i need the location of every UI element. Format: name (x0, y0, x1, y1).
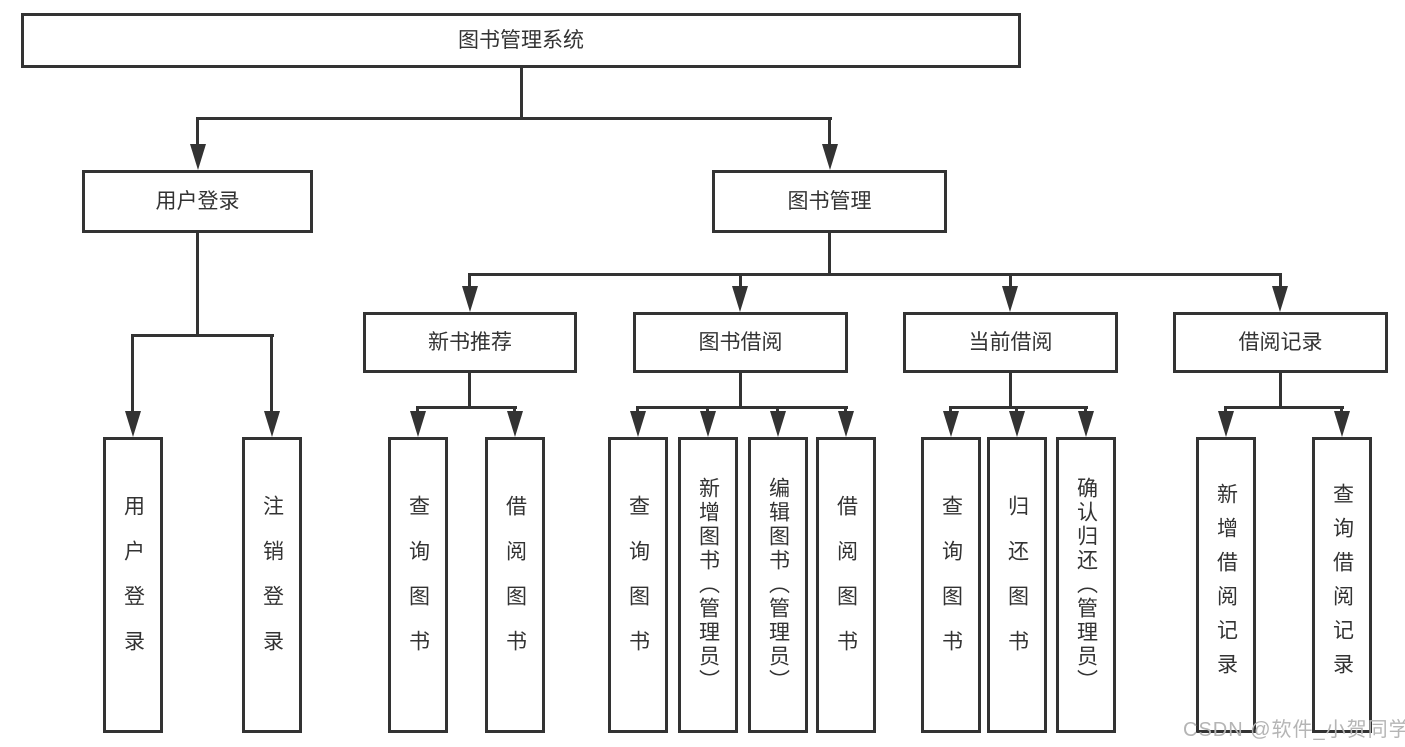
connector-stem (1224, 407, 1227, 413)
node-borrow-records: 借阅记录 (1173, 312, 1388, 373)
connector-stem (739, 276, 742, 288)
arrowhead-current-borrow (1002, 286, 1018, 312)
connector-stem (1279, 276, 1282, 288)
connector-stem (416, 407, 419, 413)
node-book-management: 图书管理 (712, 170, 947, 233)
arrowhead-book-management (822, 144, 838, 170)
leaf-add-borrow-record: 新增借阅记录 (1196, 437, 1256, 733)
connector-stem (1015, 407, 1018, 413)
connector-branch (1224, 406, 1344, 409)
connector-stem (468, 373, 471, 407)
connector-stem (706, 407, 709, 413)
connector-stem (270, 335, 273, 413)
connector-book-management-stem (828, 233, 831, 275)
leaf-borrow-books: 借阅图书 (816, 437, 876, 733)
connector-user-login-branch (131, 334, 274, 337)
leaf-return-books: 归还图书 (987, 437, 1047, 733)
connector-stem (1340, 407, 1343, 413)
connector-branch (636, 406, 848, 409)
arrowhead-leaf (1334, 411, 1350, 437)
arrowhead-leaf (264, 411, 280, 437)
connector-stem (1009, 373, 1012, 407)
arrowhead-leaf (1078, 411, 1094, 437)
connector-stem (513, 407, 516, 413)
arrowhead-leaf (1009, 411, 1025, 437)
leaf-query-borrow-record: 查询借阅记录 (1312, 437, 1372, 733)
leaf-edit-books-admin: 编辑图书（管理员） (748, 437, 808, 733)
leaf-query-books-recommend: 查询图书 (388, 437, 448, 733)
node-book-borrow: 图书借阅 (633, 312, 848, 373)
arrowhead-book-borrow (732, 286, 748, 312)
csdn-watermark: CSDN @软件_小贺同学 (1183, 719, 1405, 741)
arrowhead-leaf (838, 411, 854, 437)
leaf-confirm-return-admin: 确认归还（管理员） (1056, 437, 1116, 733)
arrowhead-leaf (943, 411, 959, 437)
node-new-book-recommend: 新书推荐 (363, 312, 577, 373)
connector-stem (739, 373, 742, 407)
connector-stem (1084, 407, 1087, 413)
connector-user-login-stem (196, 233, 199, 336)
arrowhead-leaf (410, 411, 426, 437)
arrowhead-leaf (700, 411, 716, 437)
connector-level3-branch (468, 273, 1282, 276)
leaf-borrow-books-recommend: 借阅图书 (485, 437, 545, 733)
connector-stem (949, 407, 952, 413)
arrowhead-user-login (190, 144, 206, 170)
leaf-add-books-admin: 新增图书（管理员） (678, 437, 738, 733)
connector-stem (1279, 373, 1282, 407)
arrowhead-leaf (507, 411, 523, 437)
arrowhead-leaf (630, 411, 646, 437)
connector-branch (416, 406, 517, 409)
arrowhead-leaf (770, 411, 786, 437)
connector-stem (844, 407, 847, 413)
leaf-query-books-borrow: 查询图书 (608, 437, 668, 733)
connector-stem (196, 118, 199, 146)
connector-root-stem (520, 68, 523, 118)
leaf-logout: 注销登录 (242, 437, 302, 733)
connector-stem (636, 407, 639, 413)
connector-stem (468, 276, 471, 288)
connector-branch (949, 406, 1088, 409)
arrowhead-leaf (125, 411, 141, 437)
node-library-system: 图书管理系统 (21, 13, 1021, 68)
arrowhead-new-book-recommend (462, 286, 478, 312)
connector-level1-branch (196, 117, 832, 120)
connector-stem (828, 118, 831, 146)
leaf-user-login: 用户登录 (103, 437, 163, 733)
connector-stem (131, 335, 134, 413)
arrowhead-leaf (1218, 411, 1234, 437)
leaf-query-books-current: 查询图书 (921, 437, 981, 733)
arrowhead-borrow-records (1272, 286, 1288, 312)
connector-stem (776, 407, 779, 413)
node-current-borrow: 当前借阅 (903, 312, 1118, 373)
connector-stem (1009, 276, 1012, 288)
node-user-login: 用户登录 (82, 170, 313, 233)
